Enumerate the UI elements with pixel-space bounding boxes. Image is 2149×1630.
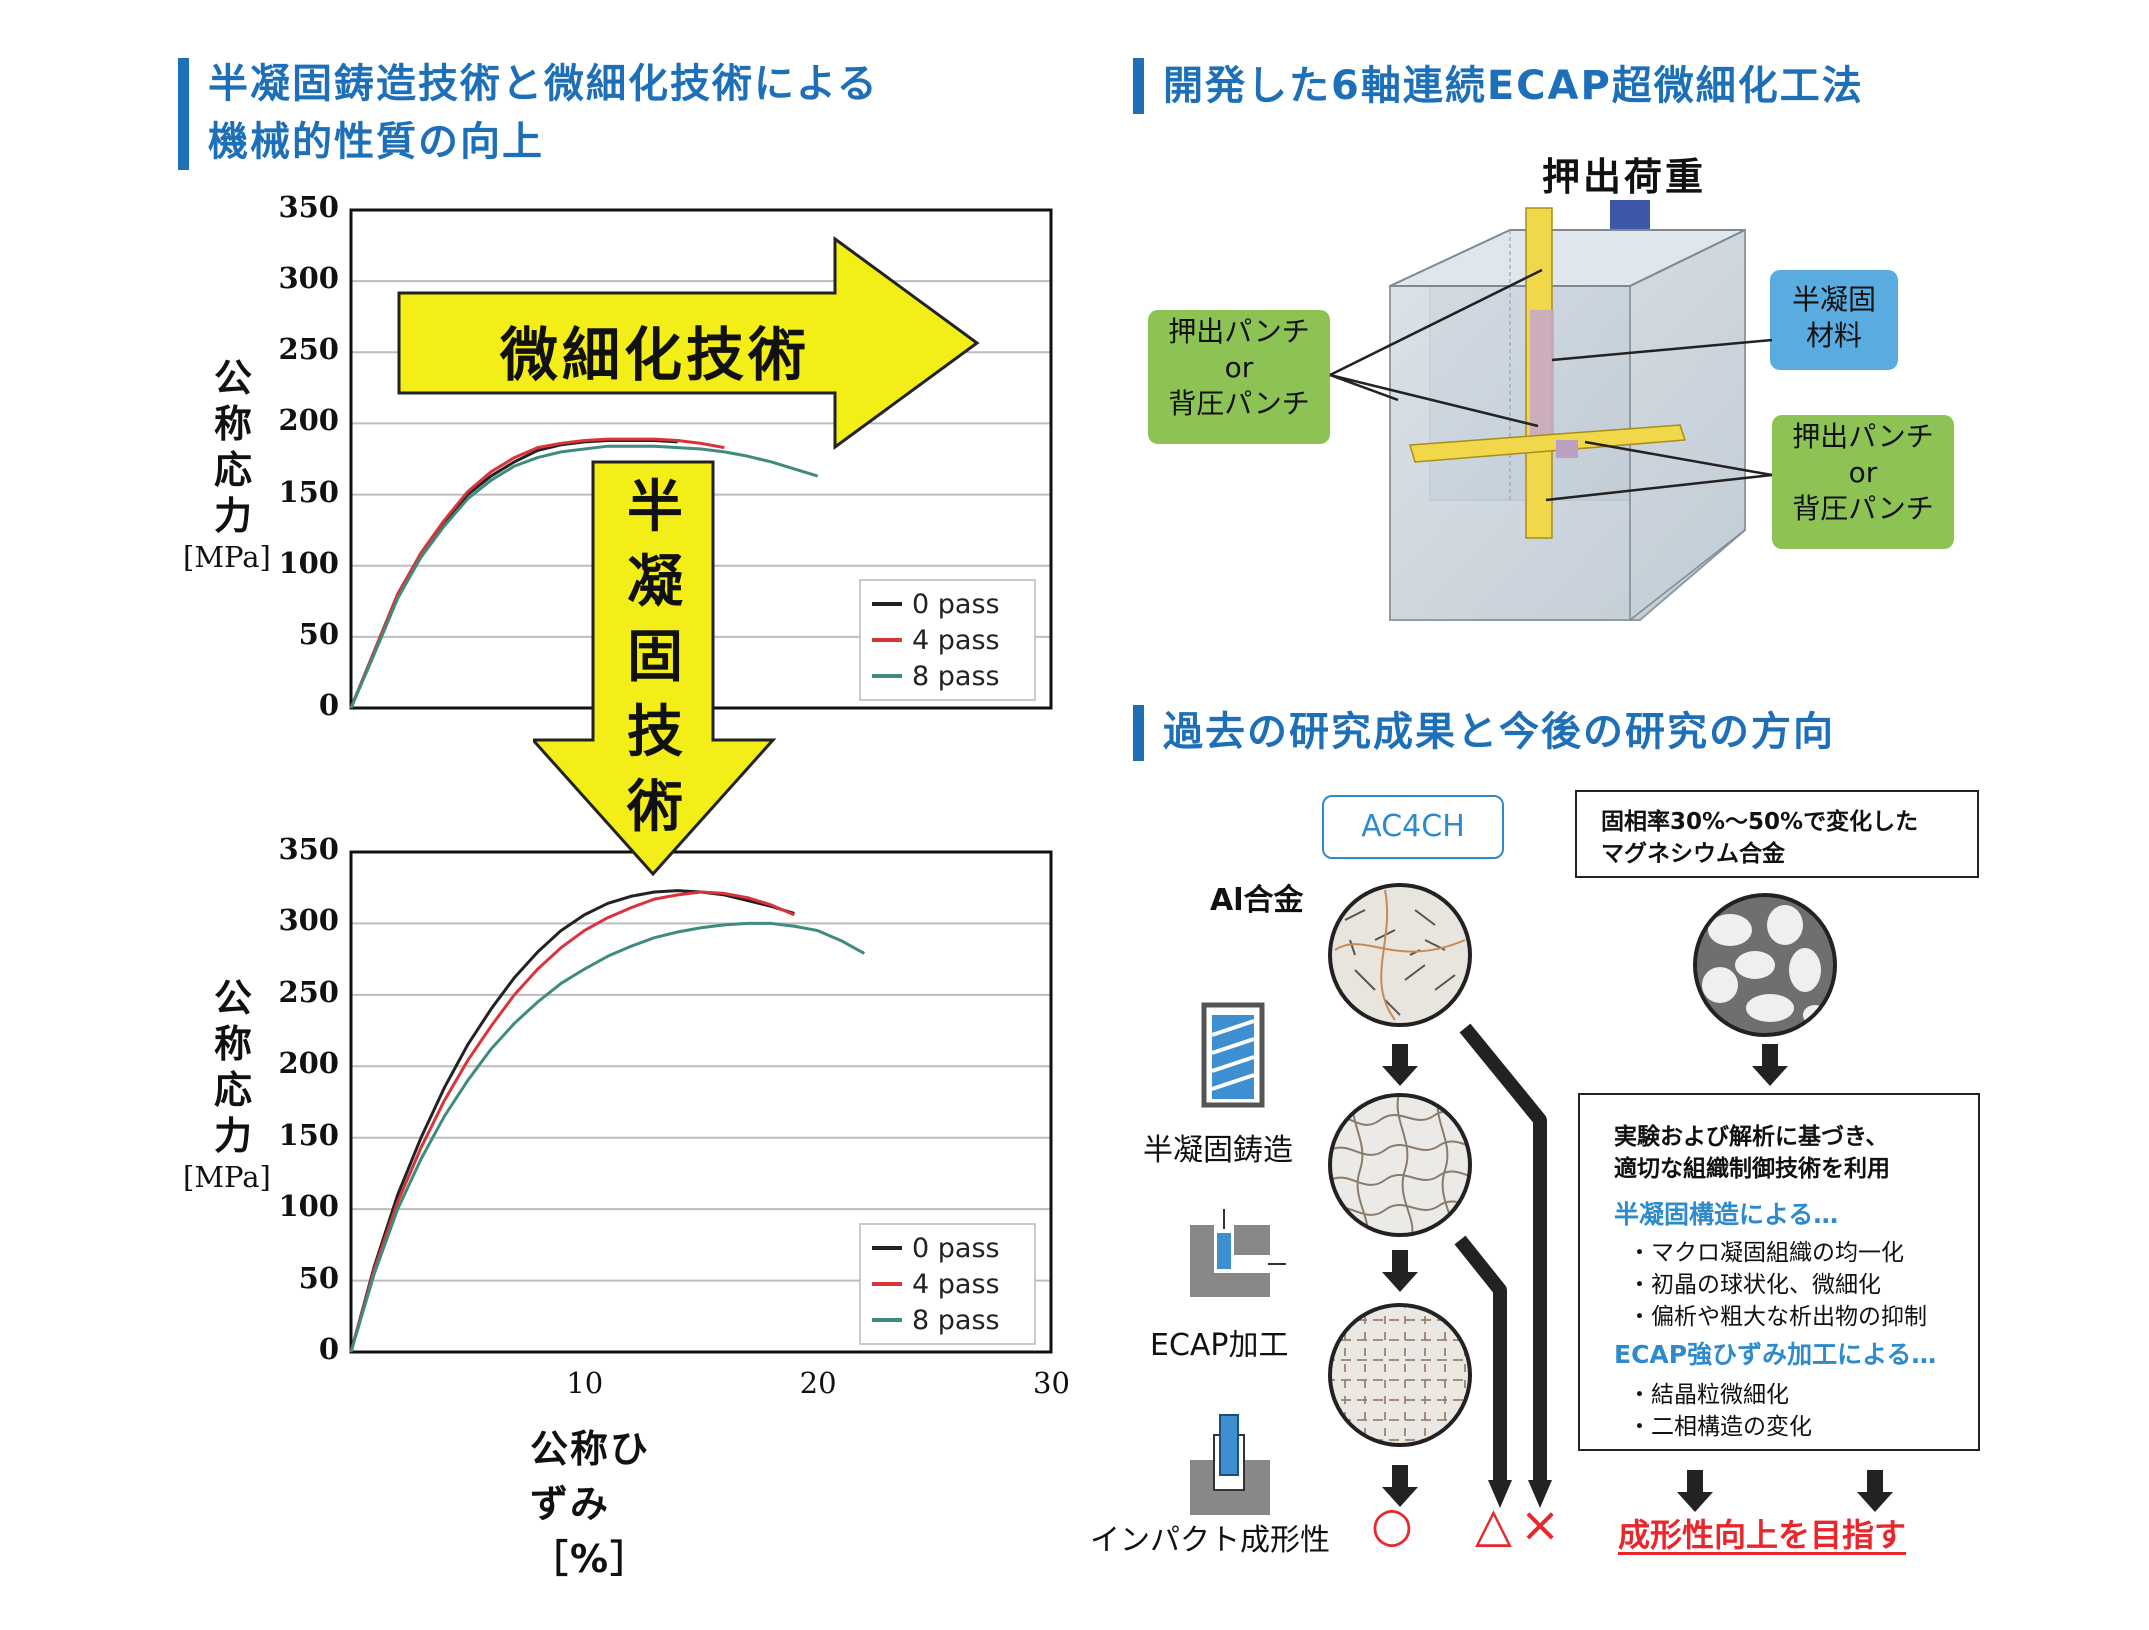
left-title-line1: 半凝固鋳造技術と微細化技術による — [208, 61, 879, 107]
mg-flow-arrows — [1677, 1044, 1893, 1512]
mg-alloy-box: 固相率30%～50%で変化した マグネシウム合金 — [1575, 790, 1979, 878]
plan-bullet: ・二相構造の変化 — [1628, 1414, 1812, 1440]
y-tick-label: 250 — [278, 332, 339, 367]
micrograph-ecap — [1328, 1303, 1472, 1447]
vertical-arrow-char: 半 — [627, 475, 683, 540]
plan-sub2: ECAP強ひずみ加工による… — [1614, 1340, 1937, 1369]
plan-line1: 実験および解析に基づき、 — [1614, 1124, 1889, 1150]
research-title-bar — [1133, 705, 1144, 761]
y-tick-label: 50 — [298, 616, 339, 651]
chart-bottom-xlabel: 公称ひずみ［%］ — [530, 1427, 651, 1581]
y-tick-label: 150 — [278, 474, 339, 509]
legend-label: 0 pass — [912, 589, 1000, 620]
down-arrow-icon — [1382, 1250, 1418, 1292]
x-tick-label: 20 — [799, 1366, 837, 1400]
plot-frame — [349, 850, 1053, 1354]
result-goal: 成形性向上を目指す — [1618, 1516, 1907, 1554]
vertical-arrow-text: 半凝固技術 — [610, 470, 700, 845]
x-tick-label: 10 — [566, 1366, 604, 1400]
impact-forming-icon — [1190, 1414, 1270, 1515]
result-fair: △ — [1475, 1497, 1512, 1553]
ac4ch-badge: AC4CH — [1322, 795, 1504, 859]
down-arrow-icon — [1857, 1470, 1893, 1512]
left-title-bar — [178, 58, 189, 170]
y-tick-label: 350 — [278, 190, 339, 224]
y-tick-label: 250 — [278, 974, 339, 1009]
horizontal-arrow-icon — [397, 236, 980, 450]
label-semi-solid-casting: 半凝固鋳造 — [1143, 1133, 1293, 1168]
casting-icon — [1201, 1002, 1265, 1108]
horizontal-arrow-text: 微細化技術 — [500, 321, 811, 389]
y-tick-label: 50 — [298, 1260, 339, 1295]
plan-box: 実験および解析に基づき、 適切な組織制御技術を利用 半凝固構造による… ・マクロ… — [1578, 1093, 1980, 1451]
process-icons — [1190, 1002, 1286, 1515]
legend-label: 0 pass — [912, 1233, 1000, 1264]
punch-box-left: 押出パンチ or 背圧パンチ — [1148, 310, 1330, 444]
punch-box-right: 押出パンチ or 背圧パンチ — [1772, 415, 1954, 549]
y-tick-label: 200 — [278, 403, 339, 438]
down-arrow-icon — [1677, 1470, 1713, 1512]
ecap-leader-lines — [1329, 268, 1773, 502]
plan-bullet: ・マクロ凝固組織の均一化 — [1628, 1240, 1904, 1266]
flow-arrows — [1382, 1023, 1552, 1508]
chart-bottom-ylabel: 公称応力 — [213, 976, 252, 1158]
research-title: 過去の研究成果と今後の研究の方向 — [1163, 709, 1835, 755]
label-al-alloy: Al合金 — [1210, 883, 1304, 918]
vertical-arrow-char: 固 — [627, 625, 683, 690]
y-tick-label: 300 — [278, 261, 339, 296]
y-tick-label: 0 — [318, 1332, 339, 1366]
series-line-4-pass — [349, 437, 725, 709]
load-label: 押出荷重 — [1542, 155, 1707, 199]
plan-bullet: ・初晶の球状化、微細化 — [1628, 1272, 1881, 1298]
legend-label: 4 pass — [912, 625, 1000, 656]
ecap-title: 開発した6軸連続ECAP超微細化工法 — [1163, 63, 1864, 109]
label-impact: インパクト成形性 — [1090, 1523, 1330, 1558]
result-bad: × — [1520, 1497, 1561, 1553]
micrograph-semi-solid — [1328, 1093, 1472, 1237]
y-tick-label: 200 — [278, 1046, 339, 1081]
y-tick-label: 150 — [278, 1117, 339, 1152]
legend-label: 8 pass — [912, 1305, 1000, 1336]
plan-bullet: ・偏析や粗大な析出物の抑制 — [1628, 1304, 1927, 1330]
result-good: ○ — [1371, 1497, 1413, 1553]
vertical-arrow-char: 技 — [627, 700, 683, 765]
series-line-0-pass — [349, 889, 795, 1353]
label-ecap: ECAP加工 — [1150, 1328, 1289, 1363]
chart-top-yunit: [MPa] — [183, 540, 271, 574]
chart-top-ylabel: 公称応力 — [213, 356, 252, 538]
legend-label: 8 pass — [912, 661, 1000, 692]
vertical-arrow-icon — [533, 460, 777, 877]
micrograph-mg-alloy — [1693, 893, 1837, 1037]
chart-bottom-plot: 0 pass 4 pass 8 pass — [349, 850, 1053, 1354]
vertical-arrow-char: 術 — [627, 775, 683, 840]
ecap-die-icon — [1190, 1209, 1286, 1297]
y-tick-label: 100 — [278, 545, 339, 580]
chart-bottom-yunit: [MPa] — [183, 1160, 271, 1194]
left-title-line2: 機械的性質の向上 — [208, 119, 544, 165]
plan-sub1: 半凝固構造による… — [1614, 1200, 1839, 1229]
y-tick-label: 350 — [278, 832, 339, 866]
down-arrow-icon — [1382, 1044, 1418, 1086]
ecap-title-bar — [1133, 58, 1144, 114]
material-box: 半凝固 材料 — [1770, 270, 1898, 370]
down-arrow-icon — [1382, 1465, 1418, 1507]
x-tick-label: 30 — [1033, 1366, 1070, 1400]
series-line-8-pass — [349, 921, 866, 1353]
down-arrow-icon — [1752, 1044, 1788, 1086]
ecap-die-diagram — [1389, 207, 1746, 621]
plan-bullet: ・結晶粒微細化 — [1628, 1382, 1789, 1408]
y-tick-label: 0 — [318, 688, 339, 722]
micrograph-al-alloy — [1328, 883, 1472, 1027]
series-line-4-pass — [349, 890, 795, 1353]
y-tick-label: 300 — [278, 903, 339, 938]
y-tick-label: 100 — [278, 1189, 339, 1224]
series-line-8-pass — [349, 444, 819, 709]
vertical-arrow-char: 凝 — [627, 550, 683, 615]
legend-label: 4 pass — [912, 1269, 1000, 1300]
plan-line2: 適切な組織制御技術を利用 — [1614, 1156, 1890, 1182]
